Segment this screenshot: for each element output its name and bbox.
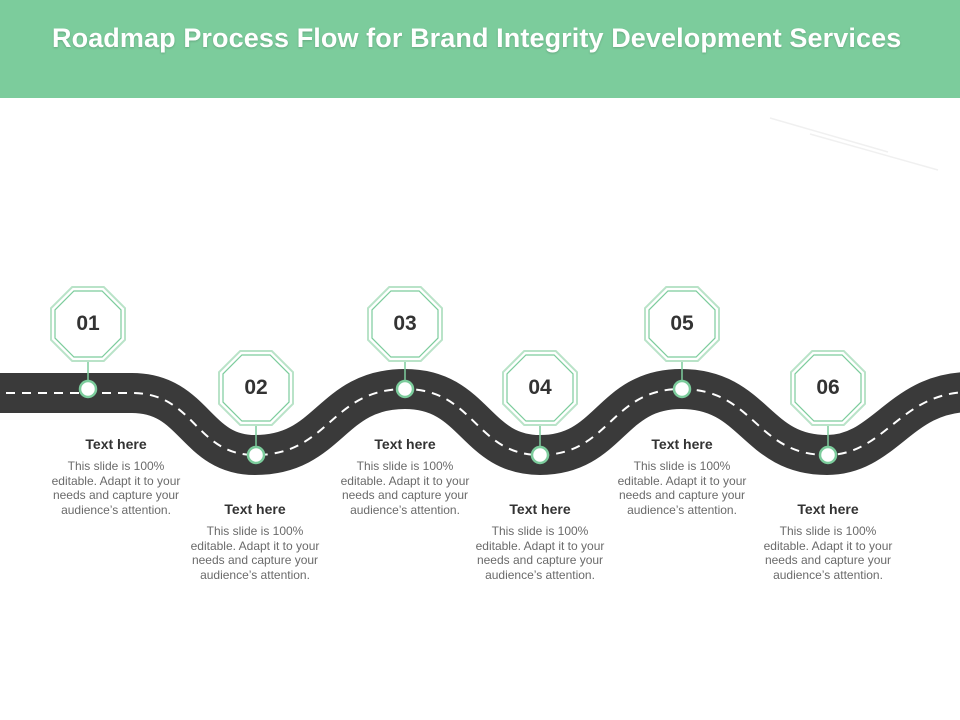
marker-05: [672, 379, 692, 399]
step-text-04: Text here This slide is 100% editable. A…: [470, 500, 610, 582]
marker-01: [78, 379, 98, 399]
step-number: 01: [76, 312, 100, 335]
step-text-05: Text here This slide is 100% editable. A…: [612, 435, 752, 517]
step-description: This slide is 100% editable. Adapt it to…: [190, 524, 320, 582]
step-text-01: Text here This slide is 100% editable. A…: [46, 435, 186, 517]
octagon-badge-icon: [367, 286, 443, 362]
step-text-06: Text here This slide is 100% editable. A…: [758, 500, 898, 582]
step-badge-06: 06: [790, 350, 866, 426]
step-text-03: Text here This slide is 100% editable. A…: [335, 435, 475, 517]
step-heading: Text here: [509, 501, 571, 517]
step-badge-04: 04: [502, 350, 578, 426]
page-title: Roadmap Process Flow for Brand Integrity…: [52, 23, 902, 53]
step-number: 03: [393, 312, 417, 335]
step-number: 05: [670, 312, 694, 335]
step-badge-05: 05: [644, 286, 720, 362]
header-banner: Roadmap Process Flow for Brand Integrity…: [0, 0, 960, 98]
step-badge-02: 02: [218, 350, 294, 426]
step-description: This slide is 100% editable. Adapt it to…: [51, 459, 181, 517]
step-description: This slide is 100% editable. Adapt it to…: [763, 524, 893, 582]
step-heading: Text here: [224, 501, 286, 517]
step-text-02: Text here This slide is 100% editable. A…: [185, 500, 325, 582]
marker-04: [530, 445, 550, 465]
marker-03: [395, 379, 415, 399]
step-heading: Text here: [85, 436, 147, 452]
step-heading: Text here: [797, 501, 859, 517]
octagon-badge-icon: [218, 350, 294, 426]
step-badge-01: 01: [50, 286, 126, 362]
step-description: This slide is 100% editable. Adapt it to…: [475, 524, 605, 582]
step-number: 06: [816, 376, 840, 399]
marker-06: [818, 445, 838, 465]
octagon-badge-icon: [50, 286, 126, 362]
step-heading: Text here: [374, 436, 436, 452]
marker-02: [246, 445, 266, 465]
step-number: 02: [244, 376, 268, 399]
octagon-badge-icon: [502, 350, 578, 426]
step-heading: Text here: [651, 436, 713, 452]
step-badge-03: 03: [367, 286, 443, 362]
step-number: 04: [528, 376, 552, 399]
step-description: This slide is 100% editable. Adapt it to…: [617, 459, 747, 517]
step-description: This slide is 100% editable. Adapt it to…: [340, 459, 470, 517]
octagon-badge-icon: [790, 350, 866, 426]
octagon-badge-icon: [644, 286, 720, 362]
